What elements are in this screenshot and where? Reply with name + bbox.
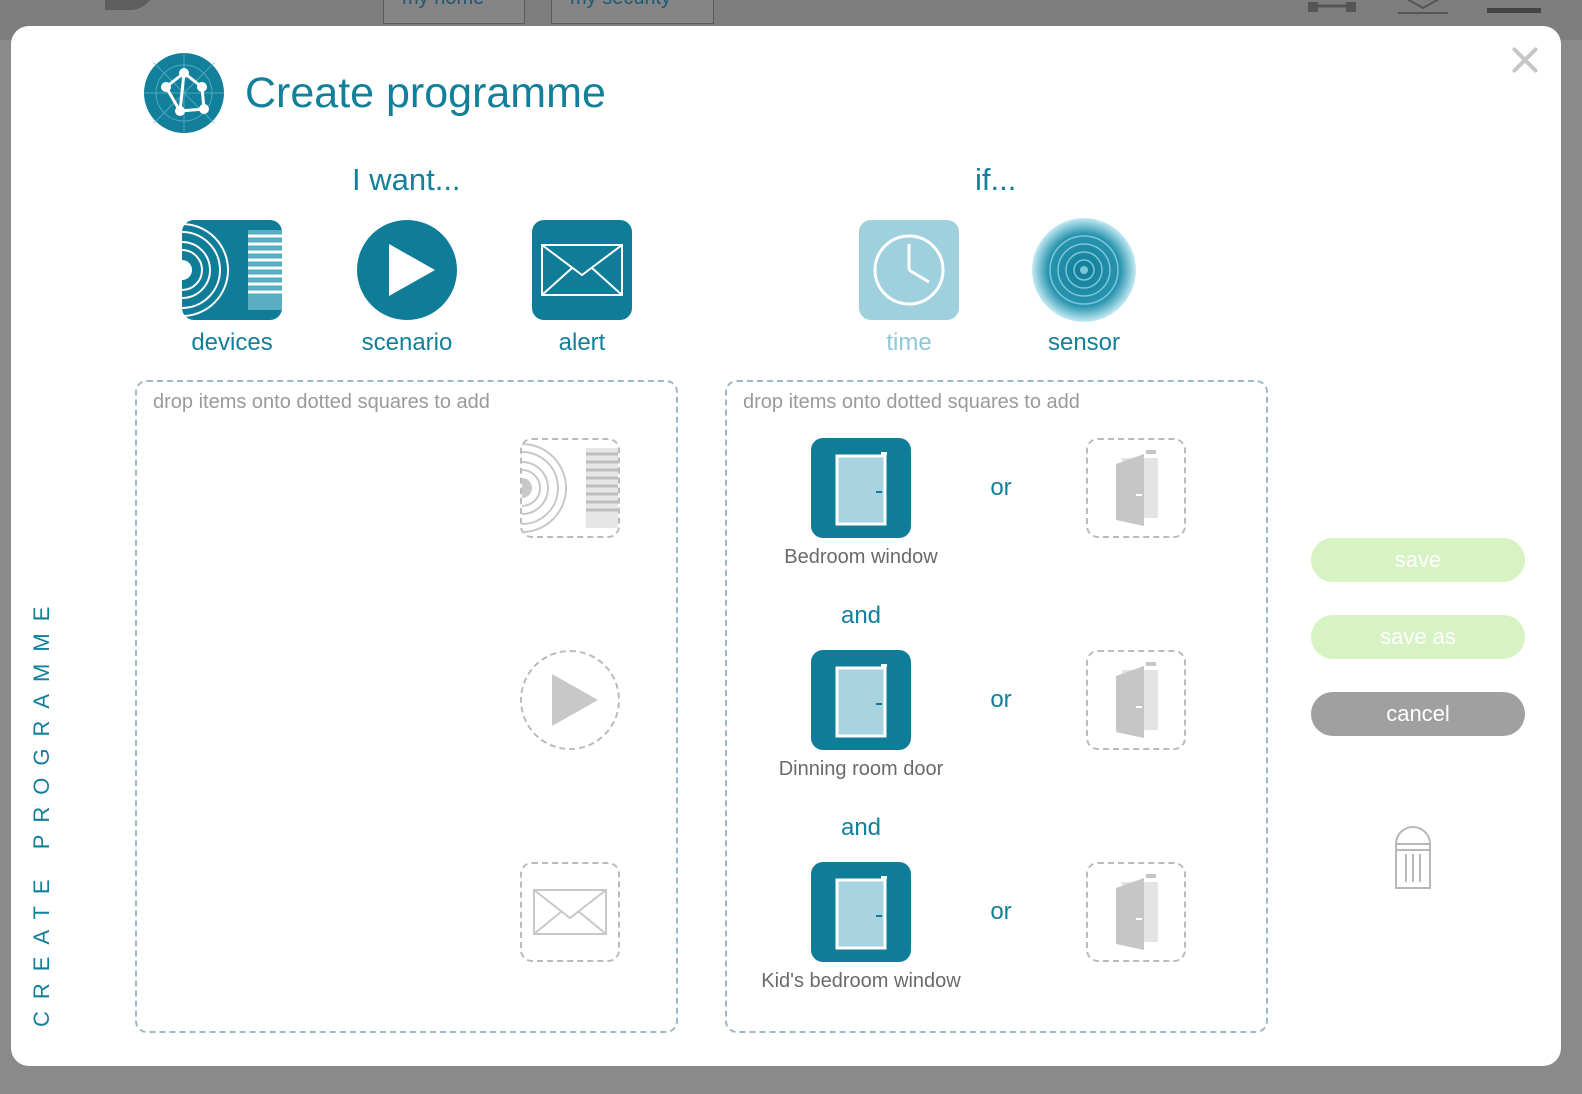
- devices-drop-slot[interactable]: [512, 438, 620, 538]
- side-title: CREATE PROGRAMME: [29, 594, 54, 1027]
- open-door-placeholder-icon: [1116, 874, 1158, 950]
- devices-label: devices: [191, 329, 273, 356]
- or-label: or: [990, 898, 1012, 925]
- door-icon: [835, 664, 887, 738]
- menu-icon: [1487, 8, 1541, 13]
- play-icon: [357, 220, 457, 320]
- network-icon: [1308, 2, 1356, 12]
- cancel-button[interactable]: cancel: [1311, 692, 1525, 736]
- alt-condition-drop-slot-2[interactable]: [1086, 650, 1186, 750]
- save-as-button[interactable]: save as: [1311, 615, 1525, 659]
- bedroom-window-tile[interactable]: [811, 438, 911, 538]
- devices-placeholder-icon: [512, 443, 618, 533]
- conditions-heading: if...: [975, 162, 1017, 197]
- sensor-label: sensor: [1047, 329, 1121, 356]
- scenario-drop-slot[interactable]: [520, 650, 620, 750]
- dining-room-door-label: Dinning room door: [778, 758, 944, 780]
- alert-drop-slot[interactable]: [520, 862, 620, 962]
- and-label: and: [840, 602, 882, 629]
- trash-icon[interactable]: [1393, 824, 1433, 890]
- create-programme-modal: CREATE PROGRAMME Create programme I want…: [11, 26, 1561, 1066]
- conditions-dropzone[interactable]: drop items onto dotted squares to add Be…: [725, 380, 1268, 1033]
- and-label: and: [840, 814, 882, 841]
- sensor-icon: [1032, 218, 1136, 322]
- bedroom-window-label: Bedroom window: [784, 546, 938, 568]
- kids-bedroom-window-tile[interactable]: [811, 862, 911, 962]
- sensor-tile[interactable]: [1032, 218, 1136, 322]
- or-label: or: [990, 474, 1012, 501]
- open-door-placeholder-icon: [1116, 450, 1158, 526]
- programme-logo-icon: [144, 53, 224, 133]
- envelope-icon: [532, 220, 632, 320]
- time-label: time: [886, 329, 932, 356]
- kids-bedroom-window-label: Kid's bedroom window: [761, 970, 961, 992]
- background-logo: [105, 0, 155, 10]
- save-button[interactable]: save: [1311, 538, 1525, 582]
- scenario-label: scenario: [361, 329, 453, 356]
- play-placeholder-icon: [552, 674, 598, 726]
- envelope-placeholder-icon: [533, 889, 607, 935]
- devices-tile[interactable]: [172, 220, 282, 320]
- or-label: or: [990, 686, 1012, 713]
- alert-tile[interactable]: [532, 220, 632, 320]
- scenario-tile[interactable]: [357, 220, 457, 320]
- alt-condition-drop-slot-3[interactable]: [1086, 862, 1186, 962]
- window-icon: [835, 876, 887, 950]
- actions-drop-hint: drop items onto dotted squares to add: [153, 391, 490, 413]
- devices-icon: [172, 220, 282, 320]
- alt-condition-drop-slot-1[interactable]: [1086, 438, 1186, 538]
- actions-heading: I want...: [352, 162, 461, 197]
- mail-icon: [1398, 0, 1448, 14]
- alert-label: alert: [558, 329, 606, 356]
- conditions-drop-hint: drop items onto dotted squares to add: [743, 391, 1080, 413]
- background-tab-my-home: my home: [383, 0, 525, 24]
- actions-dropzone[interactable]: drop items onto dotted squares to add: [135, 380, 678, 1033]
- background-tab-my-security: my security: [551, 0, 714, 24]
- close-icon[interactable]: [1508, 43, 1542, 77]
- window-icon: [835, 452, 887, 526]
- page-title: Create programme: [245, 69, 606, 117]
- time-tile[interactable]: [859, 220, 959, 320]
- clock-icon: [859, 220, 959, 320]
- dining-room-door-tile[interactable]: [811, 650, 911, 750]
- open-door-placeholder-icon: [1116, 662, 1158, 738]
